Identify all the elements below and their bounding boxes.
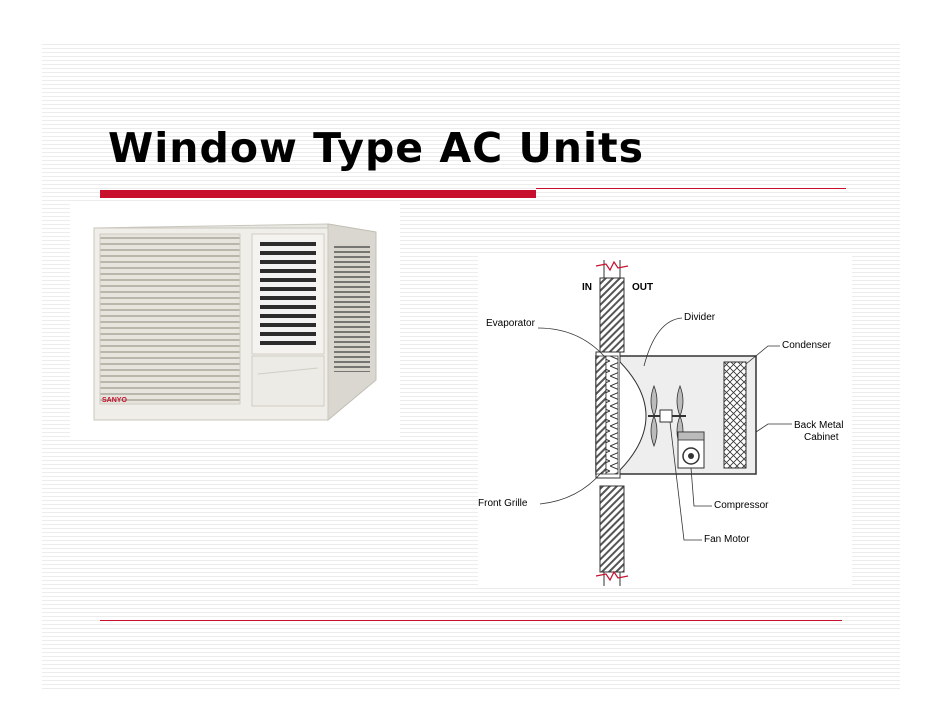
- wall-lower: [599, 485, 625, 573]
- label-cabinet: Cabinet: [804, 432, 839, 443]
- wall-upper: [599, 277, 625, 353]
- condenser: [723, 361, 747, 469]
- title-underline-thick: [100, 190, 536, 198]
- label-front-grille: Front Grille: [478, 498, 528, 509]
- label-compressor: Compressor: [714, 500, 769, 511]
- label-back-metal: Back Metal: [794, 420, 843, 431]
- label-out: OUT: [632, 282, 653, 293]
- ac-unit-photo: SANYO: [70, 204, 400, 440]
- divider: [619, 361, 647, 471]
- ac-diagram-svg: IN OUT Divider Evaporator Condenser Back…: [478, 260, 843, 586]
- front-grille: [595, 355, 607, 475]
- title-underline-thin: [536, 188, 846, 189]
- label-in: IN: [582, 282, 592, 293]
- label-condenser: Condenser: [782, 340, 832, 351]
- label-fan-motor: Fan Motor: [704, 534, 750, 545]
- label-divider: Divider: [684, 312, 716, 323]
- footer-rule: [100, 620, 842, 621]
- brand-label: SANYO: [102, 397, 127, 404]
- ac-unit-illustration: SANYO: [93, 223, 377, 422]
- ac-unit-diagram: IN OUT Divider Evaporator Condenser Back…: [478, 256, 852, 588]
- slide-title: Window Type AC Units: [108, 124, 645, 172]
- evaporator: [605, 355, 619, 475]
- label-evaporator: Evaporator: [486, 318, 536, 329]
